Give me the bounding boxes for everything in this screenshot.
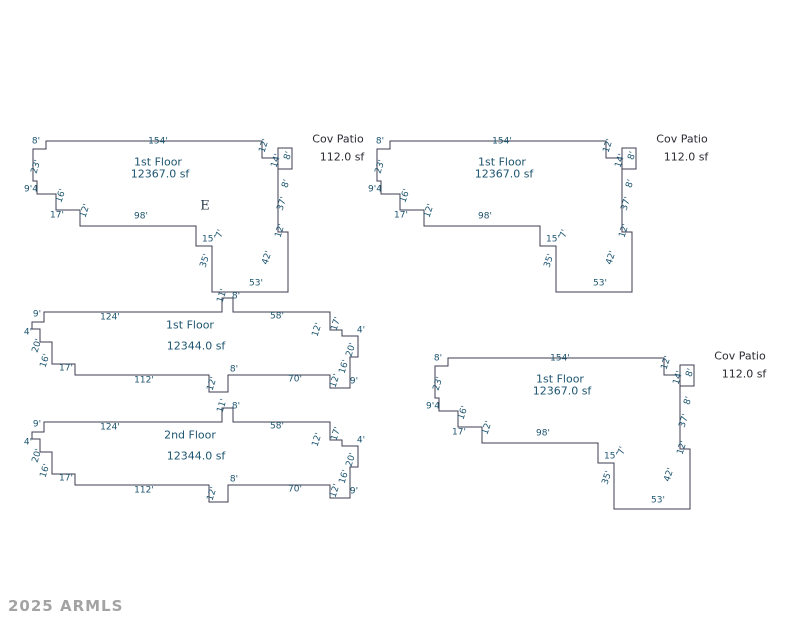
floor-title-label: 2nd Floor	[164, 428, 216, 442]
dimension-label: 8'	[231, 401, 241, 412]
dimension-label: 15'	[202, 234, 216, 245]
cov-patio-label: Cov Patio	[656, 132, 708, 146]
cov-patio-label: Cov Patio	[312, 132, 364, 146]
plan-bottom-left	[31, 407, 359, 503]
dimension-label: 53'	[651, 495, 665, 506]
floor-outline	[376, 140, 633, 293]
dimension-label: 8'	[375, 136, 385, 147]
floor-title-label: 1st Floor	[478, 155, 526, 169]
dimension-label: 53'	[249, 278, 263, 289]
floor-title-label: 12367.0 sf	[130, 167, 190, 181]
dimension-label: 70'	[288, 374, 302, 385]
plan-top-left	[32, 140, 293, 293]
floor-outline	[31, 297, 359, 393]
floor-outline	[32, 140, 289, 293]
dimension-label: 17'	[59, 363, 73, 374]
dimension-label: 17'	[394, 210, 408, 221]
dimension-label: 9'	[32, 309, 42, 320]
armls-watermark: 2025 ARMLS	[8, 597, 124, 615]
dimension-label: 4'	[356, 435, 366, 446]
dimension-label: 9'4	[368, 184, 382, 195]
floor-outline	[434, 357, 691, 510]
dimension-label: 154'	[550, 353, 570, 364]
plan-middle-left	[31, 297, 359, 393]
dimension-label: 15'	[604, 451, 618, 462]
dimension-label: 98'	[536, 428, 550, 439]
dimension-label: 9'4	[426, 401, 440, 412]
floor-outline	[31, 407, 359, 503]
dimension-label: 8'	[231, 291, 241, 302]
dimension-label: 112'	[134, 375, 154, 386]
cov-patio-label: 112.0 sf	[663, 150, 709, 164]
dimension-label: 9'	[349, 486, 359, 497]
dimension-label: 53'	[593, 278, 607, 289]
dimension-label: 8'	[229, 364, 239, 375]
dimension-label: 98'	[134, 211, 148, 222]
dimension-label: 98'	[478, 211, 492, 222]
dimension-label: 4'	[356, 325, 366, 336]
floor-title-label: 12344.0 sf	[166, 339, 226, 353]
dimension-label: 124'	[100, 422, 120, 433]
dimension-label: 8'	[31, 136, 41, 147]
covered-patio-outline	[621, 147, 637, 170]
dimension-label: 124'	[100, 312, 120, 323]
dimension-label: 112'	[134, 485, 154, 496]
floor-title-label: 1st Floor	[134, 155, 182, 169]
cov-patio-label: Cov Patio	[714, 349, 766, 363]
dimension-label: 9'	[32, 419, 42, 430]
plan-top-right	[376, 140, 637, 293]
plan-right	[434, 357, 695, 510]
dimension-label: 58'	[270, 421, 284, 432]
dimension-label: 8'	[229, 474, 239, 485]
dimension-label: 17'	[59, 473, 73, 484]
dimension-label: 8'	[433, 353, 443, 364]
covered-patio-outline	[679, 364, 695, 387]
dimension-label: 15'	[546, 234, 560, 245]
cov-patio-label: 112.0 sf	[319, 150, 365, 164]
dimension-label: 154'	[492, 136, 512, 147]
covered-patio-outline	[277, 147, 293, 170]
floor-title-label: 12367.0 sf	[474, 167, 534, 181]
floor-title-label: 12344.0 sf	[166, 449, 226, 463]
dimension-label: 17'	[452, 427, 466, 438]
cov-patio-label: 112.0 sf	[721, 367, 767, 381]
floor-title-label: 1st Floor	[166, 318, 214, 332]
e-marker: E	[200, 198, 210, 214]
dimension-label: 154'	[148, 136, 168, 147]
dimension-label: 17'	[50, 210, 64, 221]
dimension-label: 70'	[288, 484, 302, 495]
floor-title-label: 1st Floor	[536, 372, 584, 386]
floor-title-label: 12367.0 sf	[532, 384, 592, 398]
dimension-label: 9'4	[24, 184, 38, 195]
dimension-label: 4'	[23, 437, 33, 448]
dimension-label: 58'	[270, 311, 284, 322]
dimension-label: 9'	[349, 376, 359, 387]
dimension-label: 4'	[23, 327, 33, 338]
